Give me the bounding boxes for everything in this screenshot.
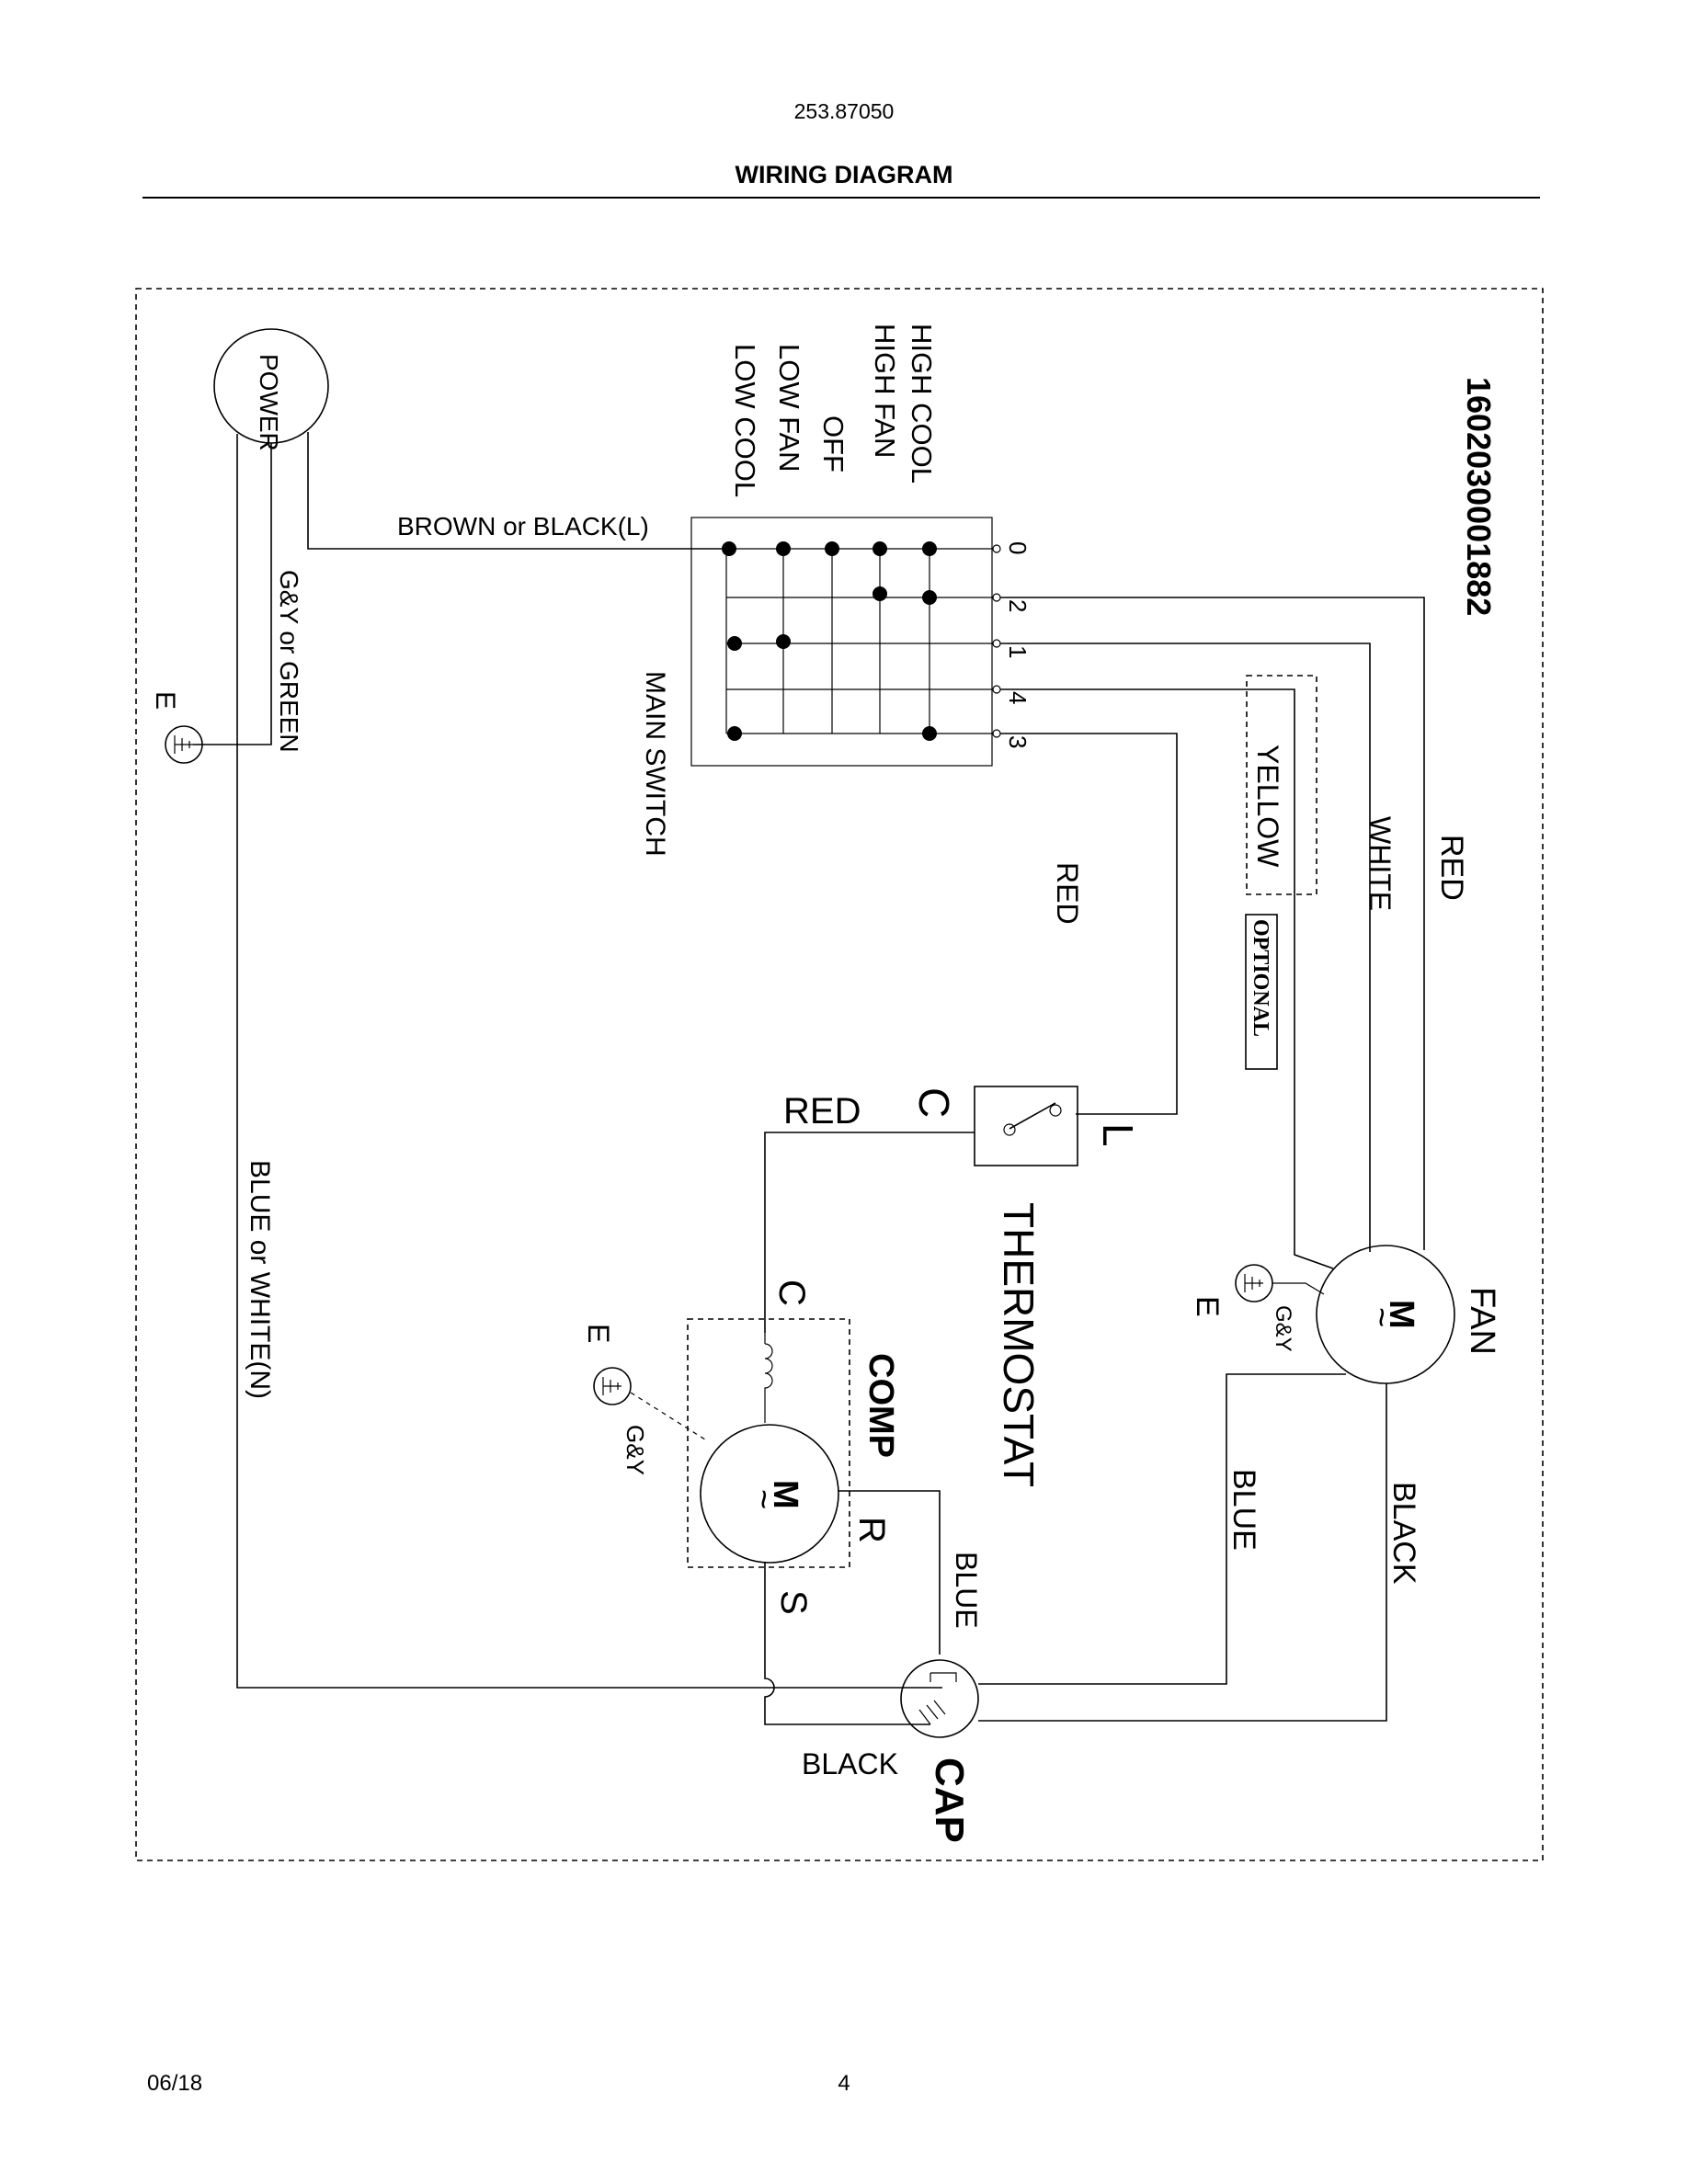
fan-tilde: ~ xyxy=(1362,1307,1400,1327)
wire-fan-blue xyxy=(978,1373,1346,1685)
switch-mode-low-fan: LOW FAN xyxy=(773,344,805,472)
terminal-4: 4 xyxy=(1004,691,1032,704)
main-switch-label: MAIN SWITCH xyxy=(640,671,670,857)
optional-tag xyxy=(1245,914,1278,1070)
thermostat-contact-l xyxy=(1049,1104,1062,1117)
neutral-wire xyxy=(236,434,942,1689)
footer-date: 06/18 xyxy=(147,2071,203,2096)
wire-comp-s xyxy=(764,1563,930,1725)
capacitor-pins xyxy=(918,1672,957,1725)
line-wire-power xyxy=(307,432,726,550)
cap-label: CAP xyxy=(927,1757,972,1843)
earth-symbol-left-lines xyxy=(174,735,193,754)
thermostat-contact-c xyxy=(1003,1123,1016,1136)
terminal-0: 0 xyxy=(1004,541,1032,554)
power-label: POWER xyxy=(255,354,283,451)
fan-ground-wire xyxy=(1272,1282,1325,1295)
blue-comp-label: BLUE xyxy=(950,1552,983,1629)
switch-mode-off: OFF xyxy=(817,415,850,472)
switch-mode-low-cool: LOW COOL xyxy=(729,344,761,497)
title-rule xyxy=(143,197,1540,199)
wire-white-fan xyxy=(1000,643,1371,1252)
switch-mode-high-cool: HIGH COOL xyxy=(906,324,938,483)
diagram-frame xyxy=(135,288,1544,1861)
blue-white-label: BLUE or WHITE(N) xyxy=(245,1160,275,1399)
brown-black-label: BROWN or BLACK(L) xyxy=(397,512,649,540)
comp-motor xyxy=(700,1424,839,1564)
thermostat-box xyxy=(974,1086,1078,1166)
model-number: 253.87050 xyxy=(793,99,895,123)
comp-gy-label: G&Y xyxy=(622,1425,649,1475)
fan-label: FAN xyxy=(1463,1287,1501,1355)
ground-wire-power xyxy=(193,443,272,745)
switch-terminal-pins xyxy=(992,544,1001,738)
capacitor xyxy=(900,1659,979,1738)
gy-green-label: G&Y or GREEN xyxy=(275,570,303,753)
thermostat-blade xyxy=(1009,1102,1056,1130)
blue-fan-label: BLUE xyxy=(1226,1469,1261,1551)
comp-earth-symbol xyxy=(593,1367,632,1405)
fan-earth-lines xyxy=(1244,1274,1263,1292)
comp-overload-box xyxy=(687,1318,850,1568)
fan-motor xyxy=(1316,1245,1455,1384)
page-number: 4 xyxy=(838,2071,850,2096)
black-bottom-label: BLACK xyxy=(802,1747,898,1780)
switch-contacts xyxy=(722,541,937,741)
red-label-mid: RED xyxy=(1051,862,1084,925)
thermostat-l-label: L xyxy=(1094,1123,1142,1147)
wire-fan-black xyxy=(978,1383,1387,1722)
comp-overload-coil xyxy=(764,1333,773,1423)
comp-ground-wire xyxy=(630,1392,709,1442)
comp-earth-lines xyxy=(602,1377,622,1395)
terminal-1: 1 xyxy=(1004,645,1032,658)
earth-symbol-left xyxy=(165,725,203,764)
switch-mode-high-fan: HIGH FAN xyxy=(869,324,901,458)
comp-tilde: ~ xyxy=(744,1489,782,1509)
thermostat-c-label: C xyxy=(910,1087,958,1118)
earth-label-left: E xyxy=(150,691,180,710)
fan-gy-label: G&Y xyxy=(1271,1305,1295,1352)
wire-thermostat-comp xyxy=(764,1132,975,1333)
comp-r-label: R xyxy=(851,1517,892,1543)
wire-comp-r xyxy=(838,1490,941,1655)
terminal-3: 3 xyxy=(1004,735,1032,748)
wire-red-fan xyxy=(1000,597,1425,1250)
optional-box xyxy=(1246,675,1317,895)
comp-m-label: M xyxy=(766,1480,804,1509)
fan-e-label: E xyxy=(1190,1296,1225,1317)
yellow-label: YELLOW xyxy=(1251,745,1284,868)
part-number: 1602030001882 xyxy=(1460,377,1498,616)
wire-red-thermostat xyxy=(1000,733,1178,1115)
comp-s-label: S xyxy=(773,1590,814,1615)
white-label: WHITE xyxy=(1363,816,1397,911)
comp-label: COMP xyxy=(861,1353,900,1458)
page-title: WIRING DIAGRAM xyxy=(735,161,953,188)
optional-label: OPTIONAL xyxy=(1249,919,1272,1037)
terminal-2: 2 xyxy=(1004,599,1032,612)
thermostat-red-label: RED xyxy=(783,1091,861,1132)
red-label-right: RED xyxy=(1434,835,1469,901)
black-fan-label: BLACK xyxy=(1386,1482,1421,1585)
thermostat-label: THERMOSTAT xyxy=(995,1202,1043,1487)
switch-grid xyxy=(725,548,993,734)
comp-c-label: C xyxy=(771,1280,812,1306)
wire-yellow-fan xyxy=(1000,688,1334,1269)
main-switch-box xyxy=(690,517,993,767)
comp-e-label: E xyxy=(582,1324,615,1343)
fan-m-label: M xyxy=(1382,1300,1420,1329)
